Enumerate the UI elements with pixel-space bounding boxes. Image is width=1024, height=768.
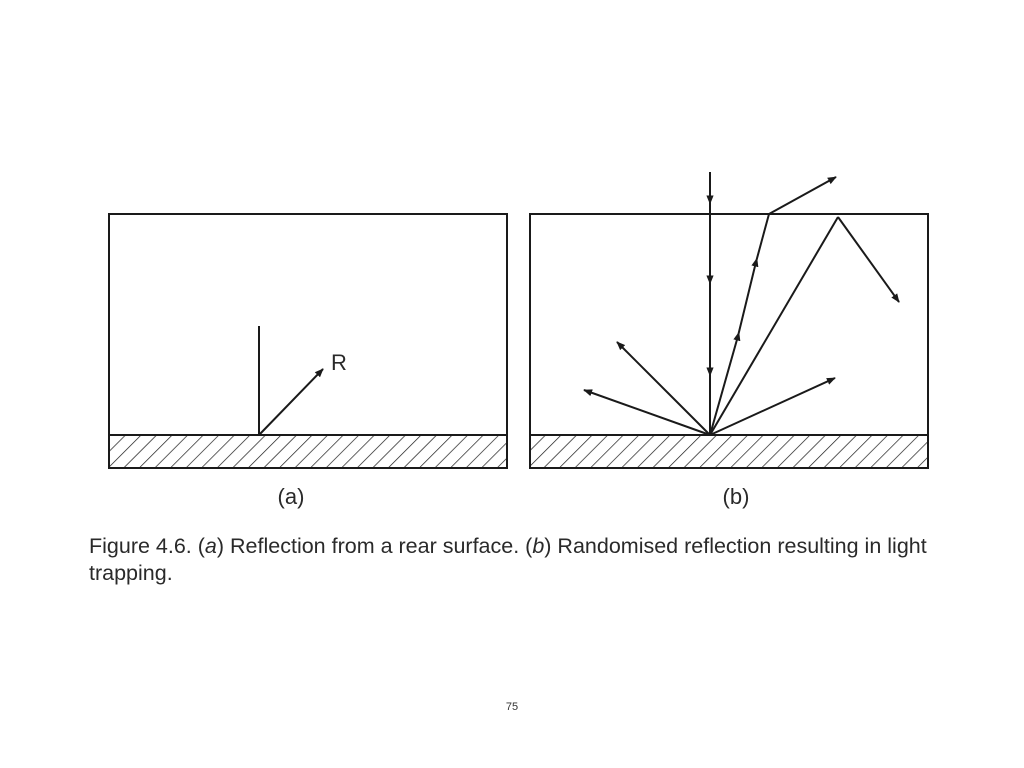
panel-b-trapped-ray — [709, 216, 839, 436]
page-number: 75 — [505, 701, 519, 713]
panel-b-escaping-ray — [709, 213, 770, 436]
panel-b-rear-surface — [529, 434, 929, 469]
panel-b — [529, 172, 929, 469]
caption-b-text: ) Randomised reflection resulting in lig… — [89, 534, 927, 585]
caption-b-letter: b — [532, 534, 545, 558]
panel-a-rear-surface — [108, 434, 508, 469]
panel-b-label: (b) — [722, 484, 750, 509]
panel-a-reflected-ray — [258, 368, 324, 436]
panel-b-scattered-ray-1 — [583, 389, 711, 436]
caption-a-letter: a — [204, 534, 217, 558]
panel-b-scattered-ray-2 — [616, 341, 711, 436]
panel-a: R — [108, 213, 508, 469]
caption-a-text: ) Reflection from a rear surface. ( — [216, 534, 533, 558]
panel-b-scattered-ray-3 — [709, 377, 836, 436]
panel-a-ray-label: R — [331, 350, 347, 375]
panel-a-box — [108, 213, 508, 436]
figure-caption: Figure 4.6. (a) Reflection from a rear s… — [89, 533, 959, 587]
figure-diagram: R — [108, 172, 929, 469]
caption-prefix: Figure 4.6. ( — [89, 534, 205, 558]
panel-b-internal-reflection — [837, 216, 900, 303]
panel-b-escaped-ray — [768, 176, 837, 215]
panel-a-label: (a) — [277, 484, 305, 509]
